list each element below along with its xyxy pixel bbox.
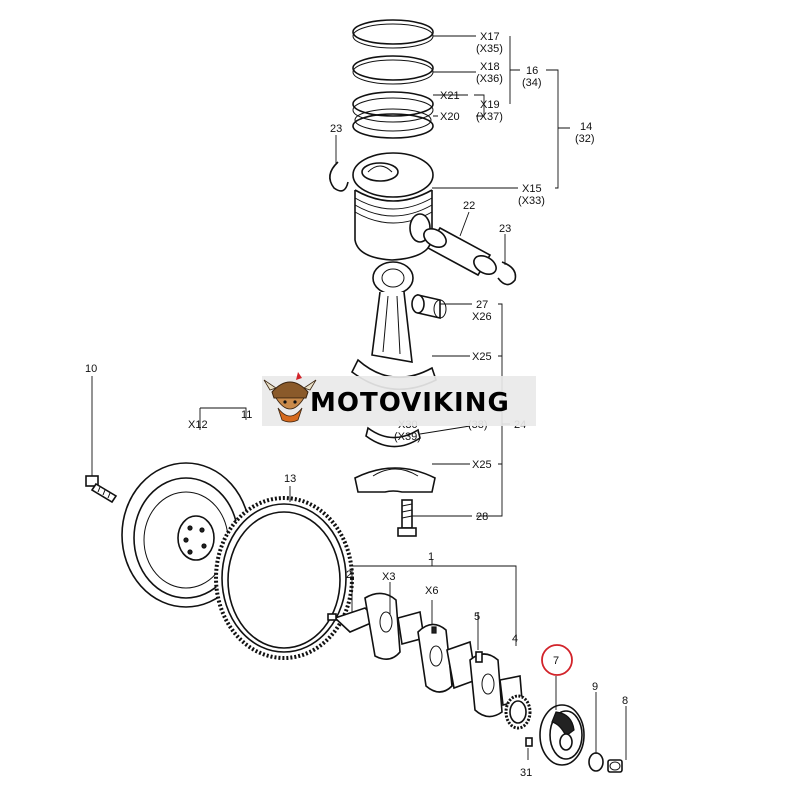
- crank-key-31: [525, 737, 533, 747]
- crank-key-5: [475, 651, 483, 663]
- callout-labels: X17 (X35) X18 (X36) X21 X19 (X37) X20 16…: [85, 31, 628, 779]
- label-2: 2: [346, 569, 352, 581]
- crankshaft-pulley: [539, 704, 585, 766]
- pulley-bolt: [607, 759, 623, 773]
- label-x15: X15: [522, 183, 542, 195]
- label-14: 14: [580, 121, 592, 133]
- label-x25-upper: X25: [472, 351, 492, 363]
- snap-ring-right: [497, 261, 517, 286]
- label-x20: X20: [440, 111, 460, 123]
- label-7: 7: [553, 655, 559, 667]
- label-x35: (X35): [476, 43, 503, 55]
- small-end-bushing: [411, 293, 447, 320]
- label-x17: X17: [480, 31, 500, 43]
- bearing-shell-upper: [365, 426, 421, 448]
- label-34: (34): [522, 77, 542, 89]
- label-28: 28: [476, 511, 488, 523]
- label-x18: X18: [480, 61, 500, 73]
- snap-ring-left: [329, 161, 349, 192]
- label-31: 31: [520, 767, 532, 779]
- label-22: 22: [463, 200, 475, 212]
- label-x12: X12: [188, 419, 208, 431]
- crank-pin-2: [327, 613, 337, 621]
- connecting-rod-bolt: [397, 499, 417, 537]
- label-13: 13: [284, 473, 296, 485]
- watermark: MOTOVIKING: [262, 372, 536, 426]
- label-27: 27: [476, 299, 488, 311]
- label-5: 5: [474, 611, 480, 623]
- label-x26: X26: [472, 311, 492, 323]
- piston: [352, 152, 434, 261]
- crankshaft: [333, 592, 523, 718]
- crank-pin-x6: [431, 626, 437, 634]
- viking-mascot-icon: [263, 372, 317, 423]
- label-x3: X3: [382, 571, 395, 583]
- label-x36: (X36): [476, 73, 503, 85]
- piston-ring-top: [352, 19, 434, 49]
- label-1: 1: [428, 551, 434, 563]
- highlight-circle: [541, 644, 573, 676]
- label-x6: X6: [425, 585, 438, 597]
- label-x37: (X37): [476, 111, 503, 123]
- label-x21: X21: [440, 90, 460, 102]
- label-x33: (X33): [518, 195, 545, 207]
- label-9: 9: [592, 681, 598, 693]
- ring-gear: [214, 496, 354, 660]
- label-4: 4: [512, 633, 518, 645]
- watermark-text: MOTOVIKING: [310, 388, 510, 418]
- connecting-rod: [350, 261, 437, 391]
- label-32: (32): [575, 133, 595, 145]
- label-23-right: 23: [499, 223, 511, 235]
- piston-pin: [423, 226, 497, 277]
- label-x39: (X39): [394, 431, 421, 443]
- label-16: 16: [526, 65, 538, 77]
- pulley-washer: [588, 752, 604, 772]
- piston-ring-second: [352, 55, 434, 85]
- label-x25-lower: X25: [472, 459, 492, 471]
- piston-ring-oil: [352, 91, 434, 139]
- connecting-rod-cap: [354, 467, 436, 493]
- crankshaft-gear: [504, 694, 532, 730]
- label-11: 11: [241, 409, 252, 421]
- label-10: 10: [85, 363, 97, 375]
- label-x19: X19: [480, 99, 500, 111]
- flywheel-bolt: [85, 475, 118, 504]
- label-8: 8: [622, 695, 628, 707]
- label-23-left: 23: [330, 123, 342, 135]
